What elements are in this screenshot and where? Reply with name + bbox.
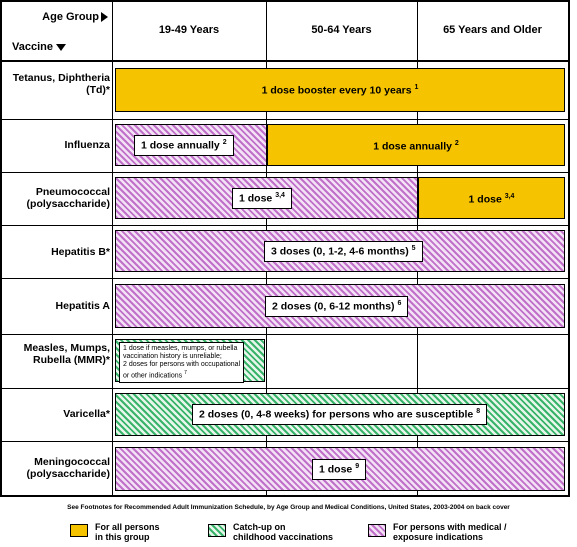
row-label-meningococcal: Meningococcal (polysaccharide) — [26, 456, 110, 480]
bar-td-text: 1 dose booster every 10 years 1 — [261, 84, 419, 97]
arrow-down-icon — [55, 43, 66, 51]
legend-swatch-yellow — [70, 524, 88, 537]
bar-influenza-50-plus-text: 1 dose annually 2 — [373, 140, 459, 153]
legend-label-medical-exposure: For persons with medical / exposure indi… — [393, 522, 507, 542]
bar-influenza-50-plus — [267, 124, 565, 166]
age-group-label: Age Group — [42, 11, 99, 23]
bar-meningococcal-text: 1 dose 9 — [312, 459, 367, 480]
bar-influenza-19-49-text: 1 dose annually 2 — [134, 135, 234, 156]
grid-line — [112, 2, 113, 495]
header-divider — [2, 60, 568, 62]
schedule-table: Age Group Vaccine 19-49 Years 50-64 Year… — [0, 0, 570, 497]
bar-hepatitis-a-text: 2 doses (0, 6-12 months) 6 — [265, 296, 409, 317]
legend-swatch-purple — [368, 524, 386, 537]
footnote: See Footnotes for Recommended Adult Immu… — [67, 504, 510, 511]
row-label-pneumococcal: Pneumococcal (polysaccharide) — [26, 186, 110, 210]
row-label-hepatitis-a: Hepatitis A — [55, 300, 110, 312]
grid-line — [2, 388, 568, 389]
grid-line — [2, 172, 568, 173]
row-label-mmr: Measles, Mumps, Rubella (MMR)* — [23, 342, 110, 366]
grid-line — [2, 119, 568, 120]
arrow-right-icon — [101, 12, 108, 23]
row-label-td: Tetanus, Diphtheria (Td)* — [12, 72, 110, 96]
grid-line — [2, 441, 568, 442]
column-header-19-49: 19-49 Years — [158, 24, 220, 36]
bar-pneumococcal-65-plus — [418, 177, 565, 219]
grid-line — [2, 334, 568, 335]
legend-label-catch-up: Catch-up on childhood vaccinations — [233, 522, 334, 542]
bar-varicella-text: 2 doses (0, 4-8 weeks) for persons who a… — [192, 404, 488, 425]
legend-swatch-green — [208, 524, 226, 537]
bar-td — [115, 68, 565, 112]
column-header-50-64: 50-64 Years — [311, 24, 372, 36]
age-group-header: Age Group — [42, 11, 108, 23]
bar-pneumococcal-65-plus-text: 1 dose 3,4 — [468, 193, 515, 206]
grid-line — [2, 225, 568, 226]
row-label-hepatitis-b: Hepatitis B* — [51, 246, 110, 258]
bar-hepatitis-b-text: 3 doses (0, 1-2, 4-6 months) 5 — [264, 241, 423, 262]
bar-pneumococcal-19-64-text: 1 dose 3,4 — [232, 188, 292, 209]
row-label-influenza: Influenza — [64, 139, 110, 151]
row-label-varicella: Varicella* — [63, 408, 110, 420]
bar-mmr-text: 1 dose if measles, mumps, or rubella vac… — [119, 342, 245, 384]
legend-label-all-persons: For all persons in this group — [95, 522, 160, 542]
column-header-65-plus: 65 Years and Older — [443, 24, 542, 36]
vaccine-label: Vaccine — [12, 41, 53, 53]
grid-line — [2, 278, 568, 279]
vaccine-header: Vaccine — [12, 41, 66, 53]
